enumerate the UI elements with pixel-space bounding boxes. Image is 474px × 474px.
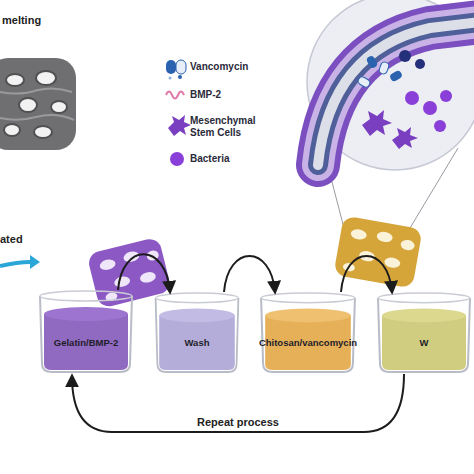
liquid-surface bbox=[159, 309, 235, 323]
flow-arrow bbox=[224, 256, 275, 292]
beaker-glass bbox=[156, 298, 239, 372]
beaker-rim bbox=[40, 291, 132, 301]
beaker-shape bbox=[257, 292, 359, 374]
beaker-rim bbox=[261, 293, 355, 303]
legend-text: BMP-2 bbox=[190, 89, 270, 101]
zoom-detail bbox=[307, 0, 474, 170]
liquid-surface bbox=[44, 307, 128, 321]
vancomycin-icon bbox=[166, 60, 186, 80]
beaker-node: W bbox=[374, 292, 474, 374]
bmp2-icon bbox=[166, 92, 184, 99]
beaker-glass bbox=[378, 298, 470, 372]
beaker-glass bbox=[261, 298, 355, 372]
entry-arrow-head bbox=[30, 255, 40, 269]
beaker-node: Wash bbox=[152, 292, 242, 374]
liquid-surface bbox=[382, 309, 466, 323]
side-label: melting bbox=[2, 14, 41, 26]
beaker-shape bbox=[374, 292, 474, 374]
stem-cell-icon bbox=[168, 115, 191, 136]
beaker-glass bbox=[40, 296, 132, 372]
beaker-node: Gelatin/BMP-2 bbox=[36, 290, 136, 374]
beaker-rim bbox=[378, 293, 470, 303]
flow-arrow bbox=[72, 374, 404, 432]
beaker-label: W bbox=[374, 337, 474, 348]
beaker-rim bbox=[156, 293, 239, 303]
beaker-label: Wash bbox=[152, 337, 242, 348]
liquid-surface bbox=[265, 309, 351, 323]
legend-text: Mesenchymal Stem Cells bbox=[190, 115, 270, 139]
legend-text: Bacteria bbox=[190, 153, 270, 165]
legend-text: Vancomycin bbox=[190, 61, 270, 73]
edge-label: Repeat process bbox=[197, 416, 279, 428]
entry-arrow bbox=[0, 262, 30, 266]
flow-arrow bbox=[118, 254, 170, 292]
side-label: ated bbox=[0, 233, 23, 245]
beaker-label: Chitosan/vancomycin bbox=[257, 337, 359, 348]
bacteria-icon bbox=[170, 152, 184, 166]
beaker-shape bbox=[152, 292, 242, 374]
gold-scaffold bbox=[333, 216, 422, 289]
beaker-node: Chitosan/vancomycin bbox=[257, 292, 359, 374]
beaker-label: Gelatin/BMP-2 bbox=[36, 337, 136, 348]
flow-arrow bbox=[341, 256, 392, 292]
gray-scaffold bbox=[0, 58, 76, 150]
beaker-shape bbox=[36, 290, 136, 374]
